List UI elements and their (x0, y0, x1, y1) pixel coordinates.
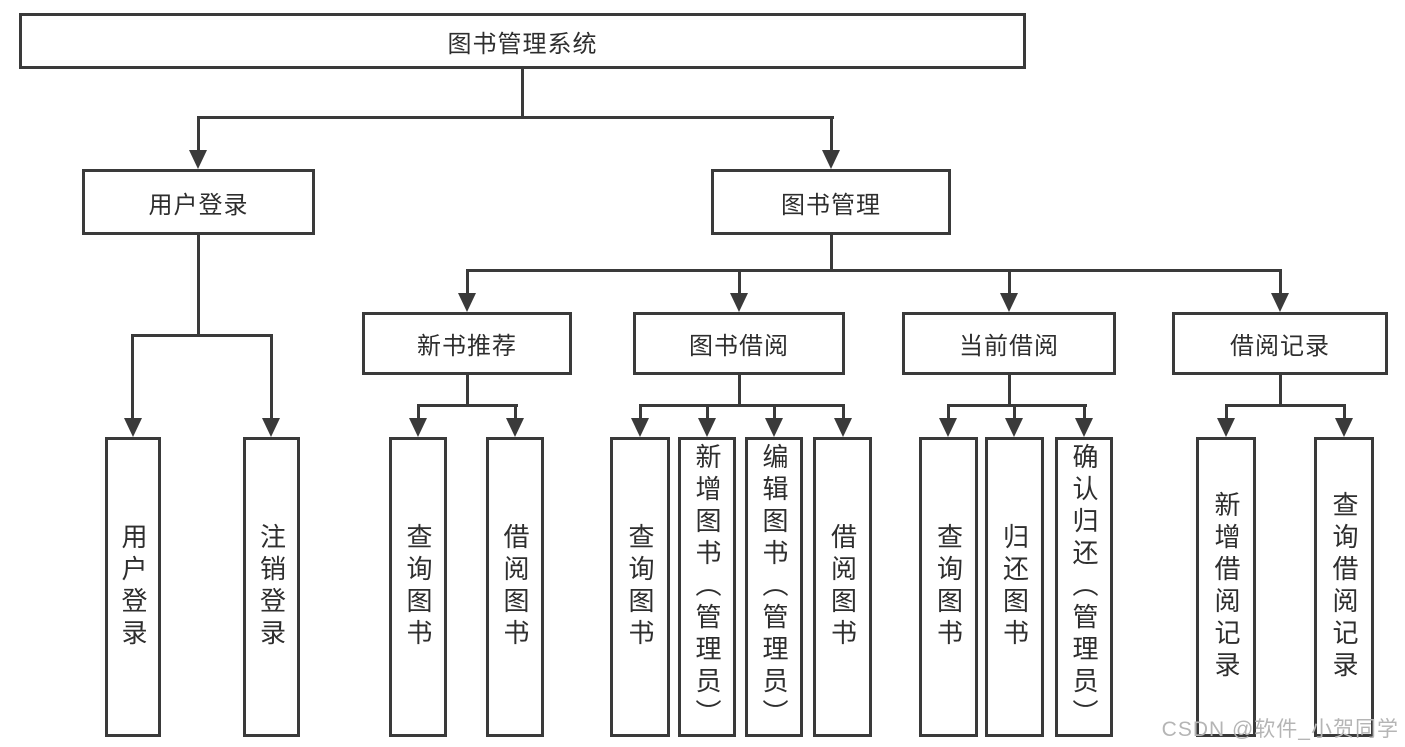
leaf-newrec-borrow-book: 借阅图书 (486, 437, 544, 737)
leaf-current-query-book: 查询图书 (919, 437, 978, 737)
connector-line-vertical (842, 404, 845, 420)
leaf-record-add-record: 新增借阅记录 (1196, 437, 1256, 737)
arrow-down-icon (458, 293, 476, 312)
node-book-management-label: 图书管理 (781, 191, 881, 219)
leaf-borrow-query-book-label: 查询图书 (625, 523, 655, 651)
leaf-borrow-borrow-book-label: 借阅图书 (827, 523, 858, 651)
connector-line-vertical (131, 334, 134, 422)
connector-line-vertical (521, 69, 524, 119)
leaf-borrow-query-book: 查询图书 (610, 437, 670, 737)
arrow-down-icon (765, 418, 783, 437)
arrow-down-icon (409, 418, 427, 437)
leaf-current-return-book-label: 归还图书 (999, 523, 1030, 651)
connector-line-vertical (197, 116, 200, 152)
connector-line-vertical (706, 404, 709, 420)
connector-line-vertical (197, 235, 200, 337)
connector-line-vertical (514, 404, 517, 420)
leaf-current-confirm-return-admin-label: 确认归还（管理员） (1069, 443, 1099, 731)
node-current-borrow-label: 当前借阅 (959, 333, 1059, 360)
node-new-book-recommend: 新书推荐 (362, 312, 572, 375)
leaf-logout-label: 注销登录 (256, 523, 287, 651)
arrow-down-icon (698, 418, 716, 437)
leaf-logout: 注销登录 (243, 437, 300, 737)
node-user-login-label: 用户登录 (148, 191, 249, 219)
arrow-down-icon (834, 418, 852, 437)
leaf-user-login: 用户登录 (105, 437, 161, 737)
connector-line-vertical (466, 375, 469, 407)
node-borrow-record: 借阅记录 (1172, 312, 1388, 375)
connector-line-vertical (738, 269, 741, 295)
connector-line-horizontal (417, 404, 518, 407)
node-root-label: 图书管理系统 (447, 30, 598, 58)
connector-line-horizontal (197, 116, 834, 119)
arrow-down-icon (1335, 418, 1353, 437)
leaf-borrow-add-book-admin: 新增图书（管理员） (678, 437, 736, 737)
connector-line-horizontal (131, 334, 273, 337)
connector-line-horizontal (947, 404, 1087, 407)
leaf-current-return-book: 归还图书 (985, 437, 1044, 737)
arrow-down-icon (1000, 293, 1018, 312)
connector-line-horizontal (466, 269, 1282, 272)
node-current-borrow: 当前借阅 (902, 312, 1116, 375)
connector-line-vertical (270, 334, 273, 422)
node-root: 图书管理系统 (19, 13, 1026, 69)
node-user-login: 用户登录 (82, 169, 315, 235)
leaf-record-query-record: 查询借阅记录 (1314, 437, 1374, 737)
connector-line-vertical (1008, 269, 1011, 295)
connector-line-horizontal (639, 404, 845, 407)
arrow-down-icon (822, 150, 840, 169)
csdn-watermark: CSDN @软件_小贺同学 (1161, 718, 1399, 741)
arrow-down-icon (730, 293, 748, 312)
leaf-user-login-label: 用户登录 (118, 523, 148, 651)
connector-line-vertical (773, 404, 776, 420)
leaf-record-query-record-label: 查询借阅记录 (1329, 491, 1359, 683)
leaf-borrow-add-book-admin-label: 新增图书（管理员） (692, 443, 722, 731)
connector-line-vertical (466, 269, 469, 295)
connector-line-vertical (830, 116, 833, 152)
connector-line-vertical (738, 375, 741, 407)
connector-line-vertical (830, 235, 833, 272)
arrow-down-icon (1005, 418, 1023, 437)
arrow-down-icon (939, 418, 957, 437)
arrow-down-icon (1271, 293, 1289, 312)
connector-line-horizontal (1225, 404, 1346, 407)
leaf-borrow-borrow-book: 借阅图书 (813, 437, 872, 737)
node-book-management: 图书管理 (711, 169, 951, 235)
arrow-down-icon (189, 150, 207, 169)
node-borrow-record-label: 借阅记录 (1230, 333, 1330, 360)
connector-line-vertical (417, 404, 420, 420)
node-new-book-recommend-label: 新书推荐 (417, 333, 517, 360)
connector-line-vertical (1279, 269, 1282, 295)
connector-line-vertical (1008, 375, 1011, 407)
connector-line-vertical (639, 404, 642, 420)
arrow-down-icon (1217, 418, 1235, 437)
leaf-newrec-query-book: 查询图书 (389, 437, 447, 737)
connector-line-vertical (1225, 404, 1228, 420)
arrow-down-icon (124, 418, 142, 437)
leaf-record-add-record-label: 新增借阅记录 (1211, 491, 1241, 683)
arrow-down-icon (506, 418, 524, 437)
connector-line-vertical (947, 404, 950, 420)
node-book-borrow: 图书借阅 (633, 312, 845, 375)
arrow-down-icon (1075, 418, 1093, 437)
leaf-newrec-borrow-book-label: 借阅图书 (500, 523, 530, 651)
leaf-borrow-edit-book-admin: 编辑图书（管理员） (745, 437, 803, 737)
connector-line-vertical (1343, 404, 1346, 420)
leaf-newrec-query-book-label: 查询图书 (403, 523, 433, 651)
leaf-current-query-book-label: 查询图书 (933, 523, 964, 651)
arrow-down-icon (262, 418, 280, 437)
connector-line-vertical (1013, 404, 1016, 420)
leaf-current-confirm-return-admin: 确认归还（管理员） (1055, 437, 1113, 737)
leaf-borrow-edit-book-admin-label: 编辑图书（管理员） (759, 443, 789, 731)
connector-line-vertical (1279, 375, 1282, 407)
arrow-down-icon (631, 418, 649, 437)
connector-line-vertical (1083, 404, 1086, 420)
node-book-borrow-label: 图书借阅 (689, 333, 789, 360)
